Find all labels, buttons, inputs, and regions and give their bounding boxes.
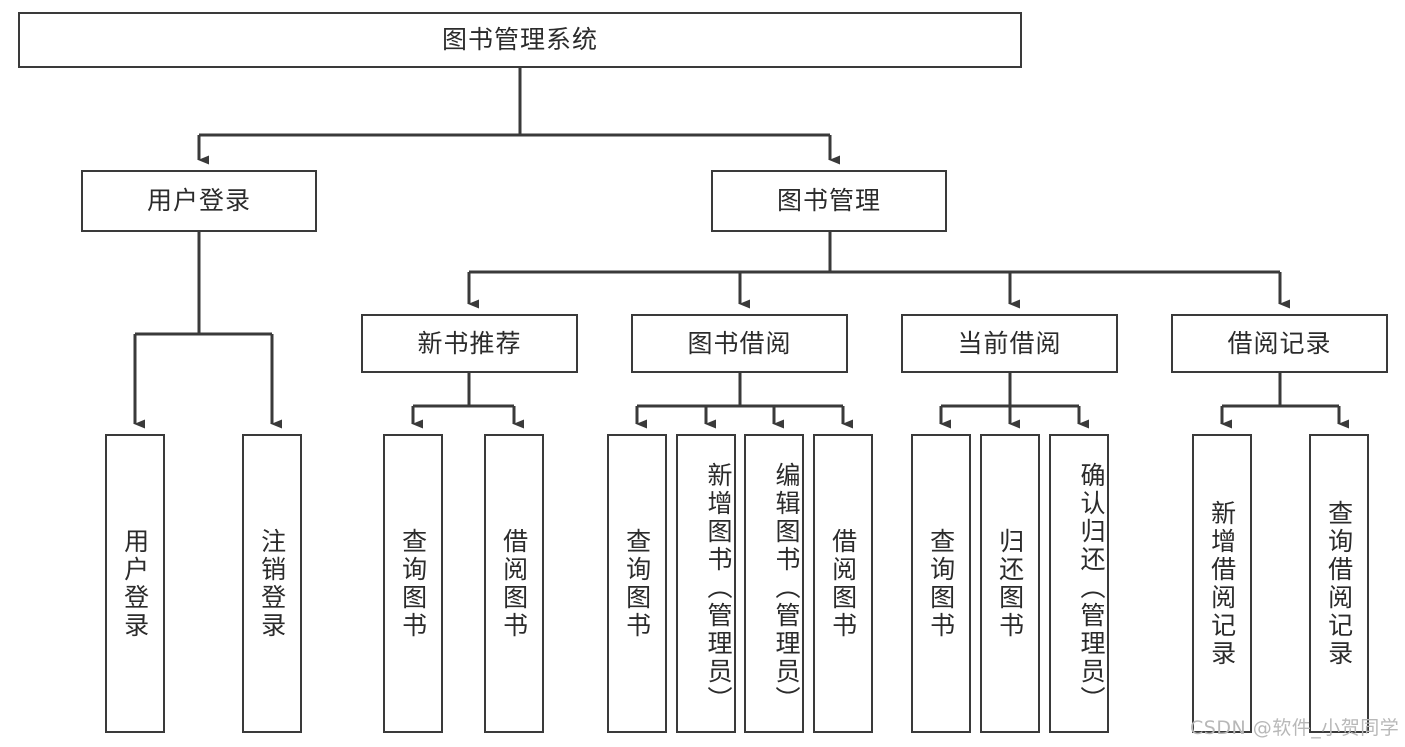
node-label: 图书管理 [776, 186, 881, 215]
node-label: 用户登录 [120, 527, 150, 640]
leaf-borrow-borrow-book[interactable]: 借阅图书 [813, 434, 873, 733]
node-label: 查询借阅记录 [1324, 499, 1354, 668]
node-label: 归还图书 [995, 527, 1025, 640]
node-book-borrow[interactable]: 图书借阅 [631, 314, 848, 373]
node-label: 查询图书 [926, 527, 956, 640]
node-borrow-record[interactable]: 借阅记录 [1171, 314, 1388, 373]
node-label: 新书推荐 [417, 328, 522, 358]
node-label: 新增图书（管理员） [704, 461, 733, 714]
node-label: 用户登录 [146, 186, 251, 215]
node-user-login[interactable]: 用户登录 [81, 170, 317, 232]
node-new-book-recommend[interactable]: 新书推荐 [361, 314, 578, 373]
leaf-current-confirm-return-admin[interactable]: 确认归还（管理员） [1049, 434, 1109, 733]
node-label: 注销登录 [257, 527, 287, 640]
node-label: 当前借阅 [957, 328, 1062, 358]
node-label: 确认归还（管理员） [1077, 461, 1106, 714]
node-label: 图书借阅 [687, 328, 792, 358]
node-label: 借阅图书 [828, 527, 858, 640]
node-label: 查询图书 [398, 527, 428, 640]
node-root-system[interactable]: 图书管理系统 [18, 12, 1022, 68]
csdn-watermark: CSDN @软件_小贺同学 [1190, 717, 1400, 739]
node-label: 新增借阅记录 [1207, 499, 1237, 668]
node-label: 图书管理系统 [441, 25, 598, 54]
leaf-borrow-edit-book-admin[interactable]: 编辑图书（管理员） [744, 434, 804, 733]
leaf-user-login-login[interactable]: 用户登录 [105, 434, 165, 733]
leaf-borrow-add-book-admin[interactable]: 新增图书（管理员） [676, 434, 736, 733]
leaf-current-query-book[interactable]: 查询图书 [911, 434, 971, 733]
leaf-record-add-record[interactable]: 新增借阅记录 [1192, 434, 1252, 733]
node-book-management[interactable]: 图书管理 [711, 170, 947, 232]
node-label: 借阅图书 [499, 527, 529, 640]
leaf-record-query-record[interactable]: 查询借阅记录 [1309, 434, 1369, 733]
node-label: 编辑图书（管理员） [772, 461, 801, 714]
leaf-user-login-logout[interactable]: 注销登录 [242, 434, 302, 733]
leaf-current-return-book[interactable]: 归还图书 [980, 434, 1040, 733]
node-label: 查询图书 [622, 527, 652, 640]
node-label: 借阅记录 [1227, 328, 1332, 358]
leaf-borrow-query-book[interactable]: 查询图书 [607, 434, 667, 733]
leaf-recommend-query-book[interactable]: 查询图书 [383, 434, 443, 733]
node-current-borrow[interactable]: 当前借阅 [901, 314, 1118, 373]
leaf-recommend-borrow-book[interactable]: 借阅图书 [484, 434, 544, 733]
